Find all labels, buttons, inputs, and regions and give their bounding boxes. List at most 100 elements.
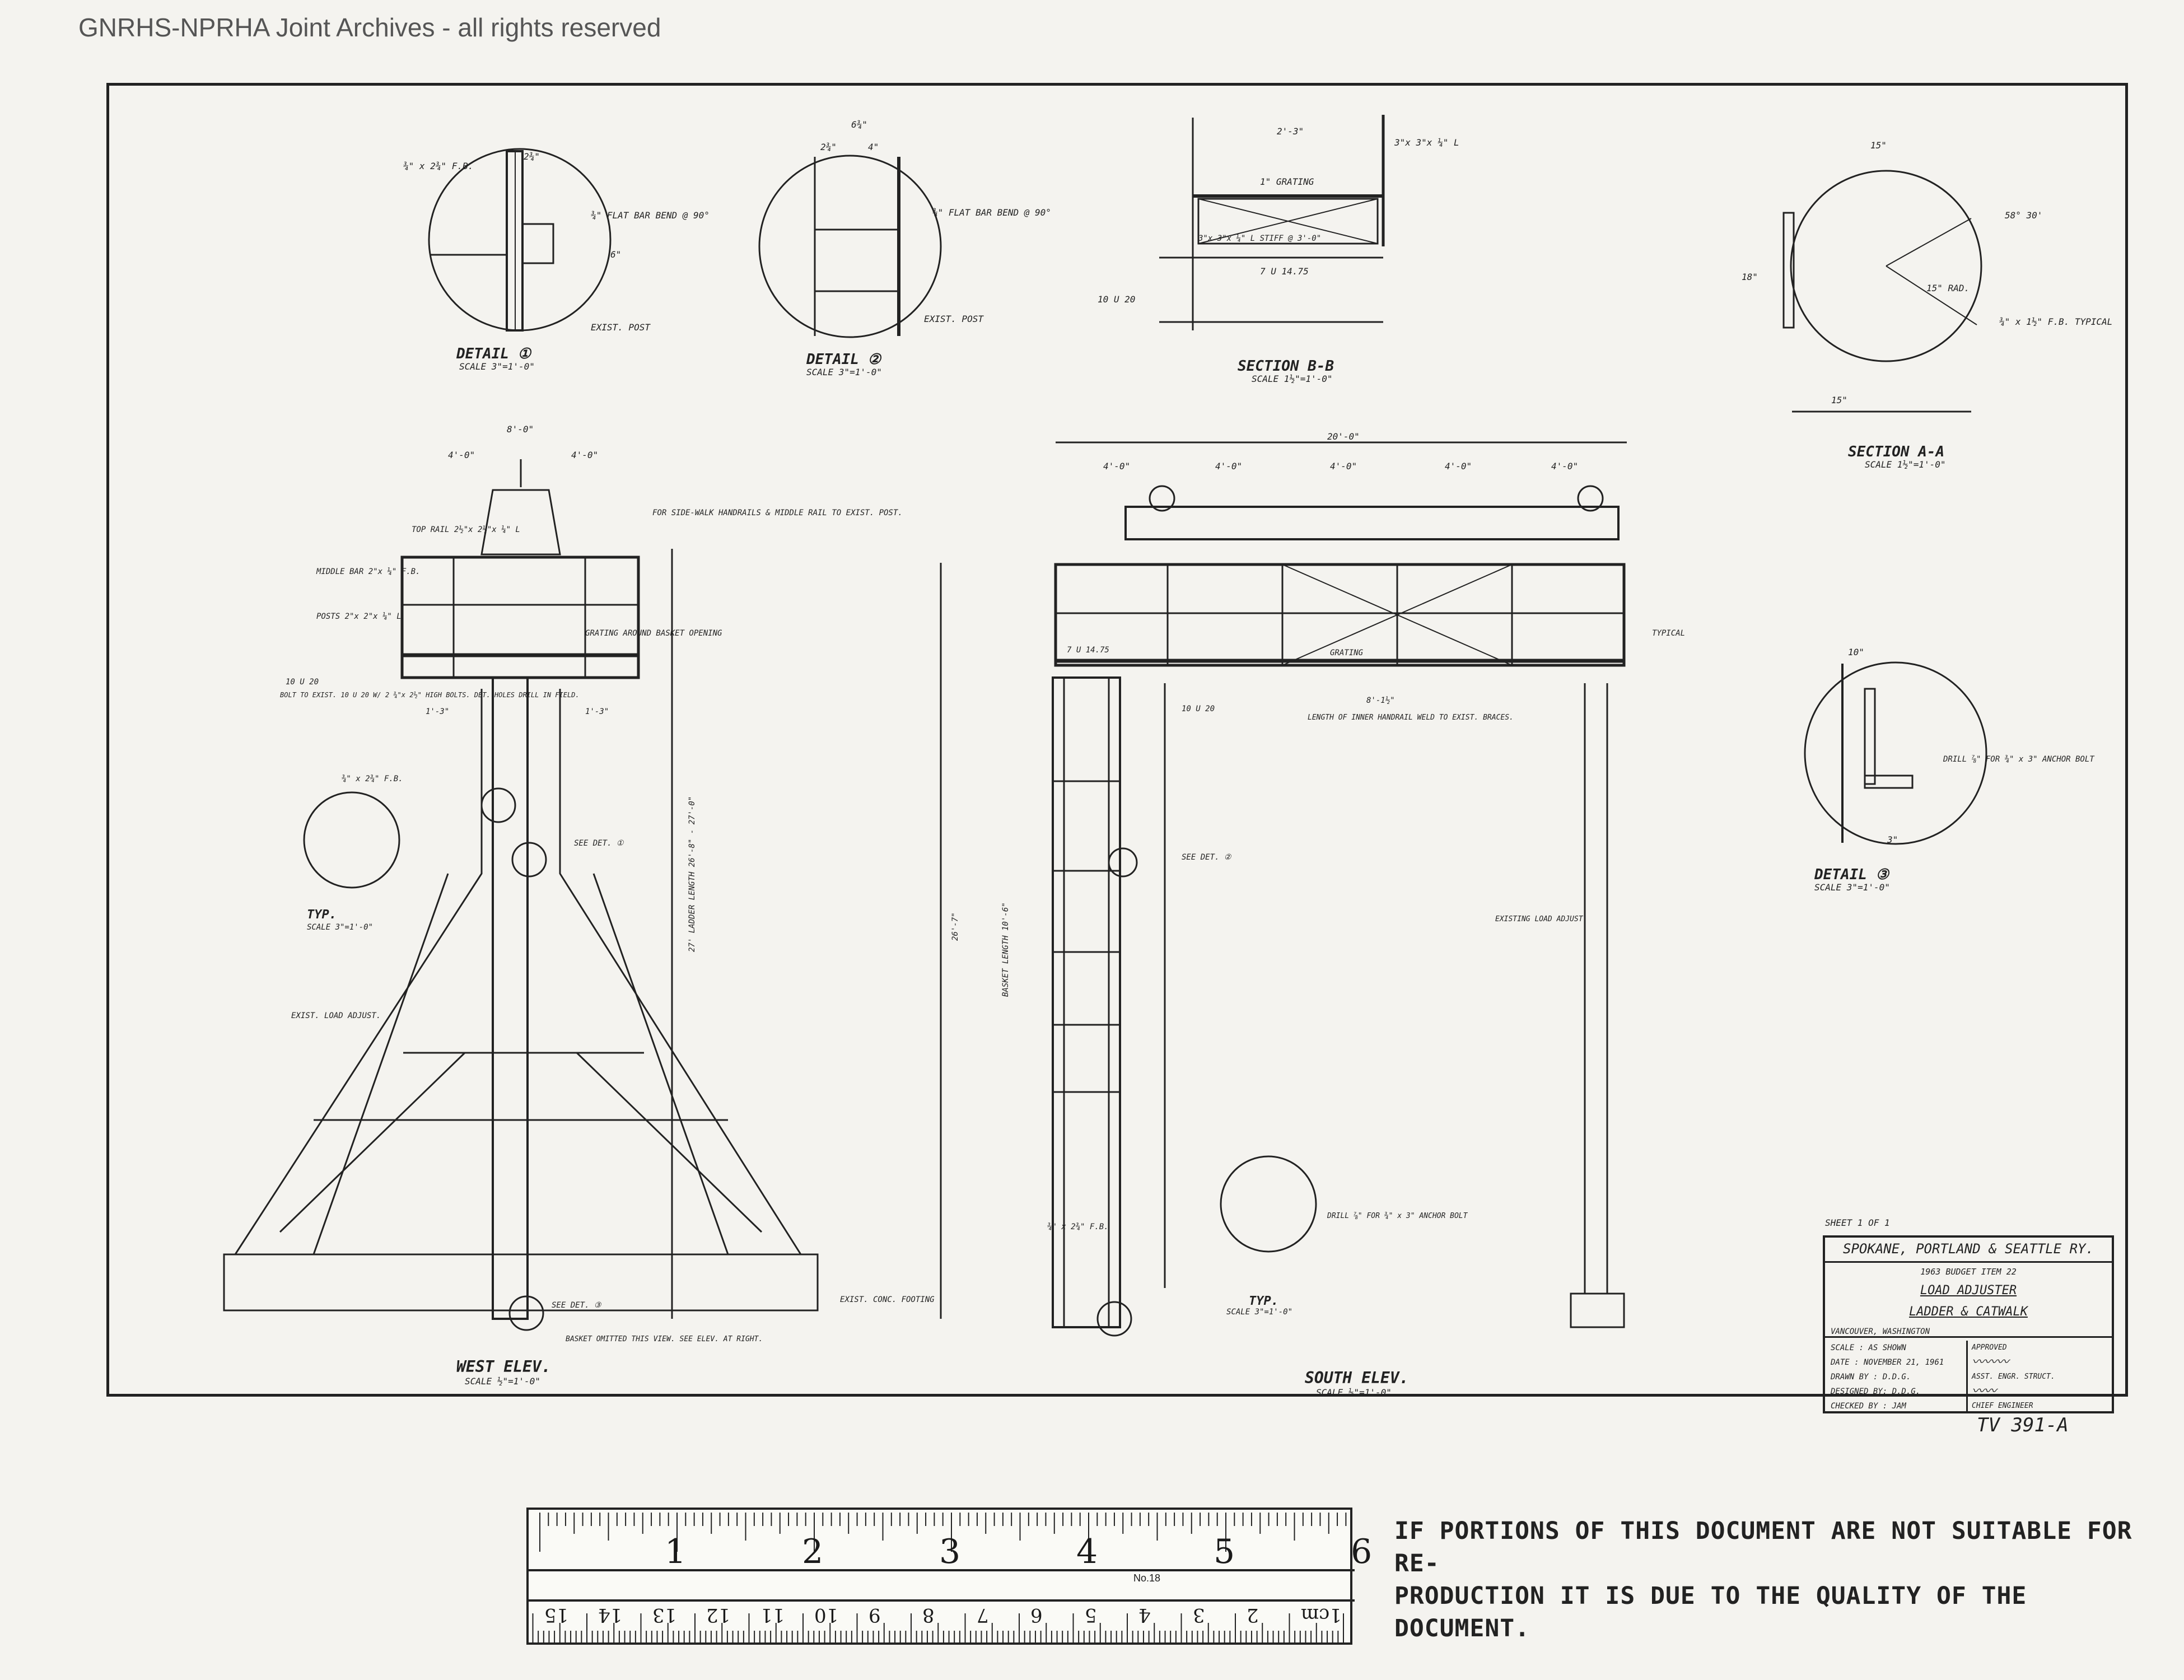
detail1-scale: SCALE 3"=1'-0" (459, 361, 535, 372)
svg-text:58° 30': 58° 30' (2005, 210, 2042, 221)
archive-watermark: GNRHS-NPRHA Joint Archives - all rights … (78, 13, 661, 42)
svg-text:7 U 14.75: 7 U 14.75 (1260, 266, 1309, 277)
svg-text:10 U 20: 10 U 20 (286, 678, 319, 687)
ruler-cm-label: 13 (652, 1604, 676, 1626)
role-chief-engr: CHIEF ENGINEER (1972, 1402, 2033, 1410)
svg-text:¾" x 2¾" F.B.: ¾" x 2¾" F.B. (342, 774, 403, 783)
svg-text:4": 4" (868, 142, 879, 152)
ruler-cm-label: 7 (976, 1604, 989, 1626)
svg-text:¾" x 2¾" F.B.: ¾" x 2¾" F.B. (403, 161, 473, 171)
south-catwalk (1054, 563, 1626, 667)
west-elev-scale: SCALE ½"=1'-0" (465, 1376, 540, 1387)
ruler-inch-label: 4 (1076, 1532, 1098, 1571)
sectionBB-title: SECTION B-B (1238, 358, 1334, 375)
svg-text:4'-0": 4'-0" (571, 450, 598, 460)
svg-text:4'-0": 4'-0" (1330, 461, 1357, 472)
svg-text:2¾": 2¾" (820, 142, 837, 152)
svg-text:¾" x 1½" F.B. TYPICAL: ¾" x 1½" F.B. TYPICAL (1999, 316, 2112, 327)
ruler-cm-label: 10 (814, 1604, 839, 1626)
detail2-scale: SCALE 3"=1'-0" (806, 367, 882, 377)
svg-text:4'-0": 4'-0" (1215, 461, 1242, 472)
svg-text:BASKET LENGTH 10'-6": BASKET LENGTH 10'-6" (1001, 902, 1010, 997)
sectionAA-title: SECTION A-A (1848, 444, 1944, 460)
svg-text:FOR SIDE-WALK HANDRAILS & MIDD: FOR SIDE-WALK HANDRAILS & MIDDLE RAIL TO… (652, 508, 903, 517)
svg-text:TYP.: TYP. (307, 908, 337, 922)
svg-text:4'-0": 4'-0" (1445, 461, 1472, 472)
svg-text:18": 18" (1742, 272, 1758, 282)
ruler-maker: No.18 (1133, 1572, 1161, 1584)
svg-text:15" RAD.: 15" RAD. (1926, 283, 1970, 293)
sectionBB-scale: SCALE 1½"=1'-0" (1252, 374, 1333, 384)
signature-2: 〰〰 (1972, 1384, 1997, 1398)
ruler-inch-label: 2 (802, 1532, 824, 1571)
svg-text:8'-1½": 8'-1½" (1366, 696, 1395, 705)
west-elev-title: WEST ELEV. (456, 1357, 551, 1376)
svg-text:¾" FLAT BAR BEND @ 90°: ¾" FLAT BAR BEND @ 90° (932, 207, 1051, 218)
scale-note: SCALE : AS SHOWN (1831, 1343, 1906, 1352)
designed-by: DESIGNED BY: D.D.G. (1831, 1387, 1921, 1396)
detail2-title: DETAIL ② (806, 351, 882, 368)
svg-text:SEE DET. ②: SEE DET. ② (1182, 853, 1232, 862)
svg-text:EXIST. LOAD ADJUST.: EXIST. LOAD ADJUST. (291, 1011, 381, 1020)
detail2-circle (758, 155, 942, 338)
notice-line-1: IF PORTIONS OF THIS DOCUMENT ARE NOT SUI… (1394, 1517, 2132, 1578)
svg-text:DRILL ⅞" FOR ¾" x 3" ANCHOR BO: DRILL ⅞" FOR ¾" x 3" ANCHOR BOLT (1943, 755, 2095, 764)
svg-text:2¾": 2¾" (524, 151, 540, 162)
ruler-cm-label: 2 (1247, 1604, 1259, 1626)
svg-text:10": 10" (1848, 647, 1864, 657)
ruler-cm-label: 9 (868, 1604, 881, 1626)
svg-text:TYP.: TYP. (1249, 1294, 1278, 1308)
svg-text:SCALE 3"=1'-0": SCALE 3"=1'-0" (307, 923, 373, 932)
drawing-title-2: LADDER & CATWALK (1909, 1305, 2028, 1319)
svg-text:TOP RAIL 2½"x 2½"x ¼" L: TOP RAIL 2½"x 2½"x ¼" L (412, 525, 520, 534)
detail1-title: DETAIL ① (456, 346, 532, 362)
ruler-cm-label: 12 (706, 1604, 731, 1626)
svg-text:3"x 3"x ¼" L: 3"x 3"x ¼" L (1394, 137, 1459, 148)
ruler-cm-label: 6 (1030, 1604, 1043, 1626)
drawing-title-1: LOAD ADJUSTER (1920, 1284, 2017, 1298)
svg-text:4'-0": 4'-0" (448, 450, 475, 460)
checked-by: CHECKED BY : JAM (1831, 1402, 1906, 1411)
svg-text:POSTS 2"x 2"x ¼" L: POSTS 2"x 2"x ¼" L (316, 612, 402, 621)
ruler-cm-label: 11 (760, 1604, 785, 1626)
ruler-inch-label: 6 (1351, 1532, 1373, 1571)
sectionAA-circle (1790, 170, 1982, 362)
approved-label: APPROVED (1972, 1343, 2007, 1352)
svg-text:4'-0": 4'-0" (1103, 461, 1130, 472)
notice-line-2: PRODUCTION IT IS DUE TO THE QUALITY OF T… (1394, 1582, 2027, 1642)
ruler-cm-label: 15 (544, 1604, 568, 1626)
svg-text:SEE DET. ①: SEE DET. ① (574, 839, 624, 848)
svg-text:1'-3": 1'-3" (585, 707, 609, 716)
ruler-inch-label: 3 (939, 1532, 961, 1571)
svg-text:15": 15" (1870, 140, 1887, 151)
svg-text:27' LADDER LENGTH 26'-8" - 27': 27' LADDER LENGTH 26'-8" - 27'-0" (688, 796, 697, 952)
svg-text:LENGTH OF INNER HANDRAIL WELD: LENGTH OF INNER HANDRAIL WELD TO EXIST. … (1308, 713, 1514, 722)
svg-text:¾" FLAT BAR BEND @ 90°: ¾" FLAT BAR BEND @ 90° (591, 210, 710, 221)
ruler-ticks (529, 1513, 1355, 1644)
signature-1: 〰〰〰 (1972, 1355, 2009, 1369)
sheet-number: SHEET 1 OF 1 (1825, 1217, 1890, 1228)
drawn-by: DRAWN BY : D.D.G. (1831, 1373, 1911, 1382)
svg-text:10 U 20: 10 U 20 (1182, 704, 1215, 713)
svg-text:1'-3": 1'-3" (426, 707, 449, 716)
ruler-cm-label: 14 (598, 1604, 623, 1626)
svg-text:20'-0": 20'-0" (1327, 431, 1360, 442)
svg-text:TYPICAL: TYPICAL (1652, 629, 1685, 638)
detail3-title: DETAIL ③ (1814, 866, 1890, 883)
ruler-cm-label: 3 (1192, 1604, 1205, 1626)
svg-text:SCALE 3"=1'-0": SCALE 3"=1'-0" (1226, 1308, 1292, 1317)
south-elev-scale: SCALE ½"=1'-0" (1316, 1387, 1392, 1398)
svg-text:6": 6" (610, 249, 621, 260)
svg-text:EXIST. POST: EXIST. POST (591, 322, 651, 333)
ruler-inch-label: 1 (665, 1532, 687, 1571)
svg-text:10 U 20: 10 U 20 (1098, 294, 1135, 305)
svg-text:EXIST. CONC. FOOTING: EXIST. CONC. FOOTING (840, 1295, 935, 1304)
svg-text:6¾": 6¾" (851, 119, 867, 130)
ruler-inch-label: 5 (1214, 1532, 1235, 1571)
svg-text:BASKET OMITTED THIS VIEW. SEE: BASKET OMITTED THIS VIEW. SEE ELEV. AT R… (566, 1335, 763, 1343)
detail3-circle (1804, 661, 1987, 845)
svg-text:EXISTING LOAD ADJUST.: EXISTING LOAD ADJUST. (1495, 915, 1587, 923)
